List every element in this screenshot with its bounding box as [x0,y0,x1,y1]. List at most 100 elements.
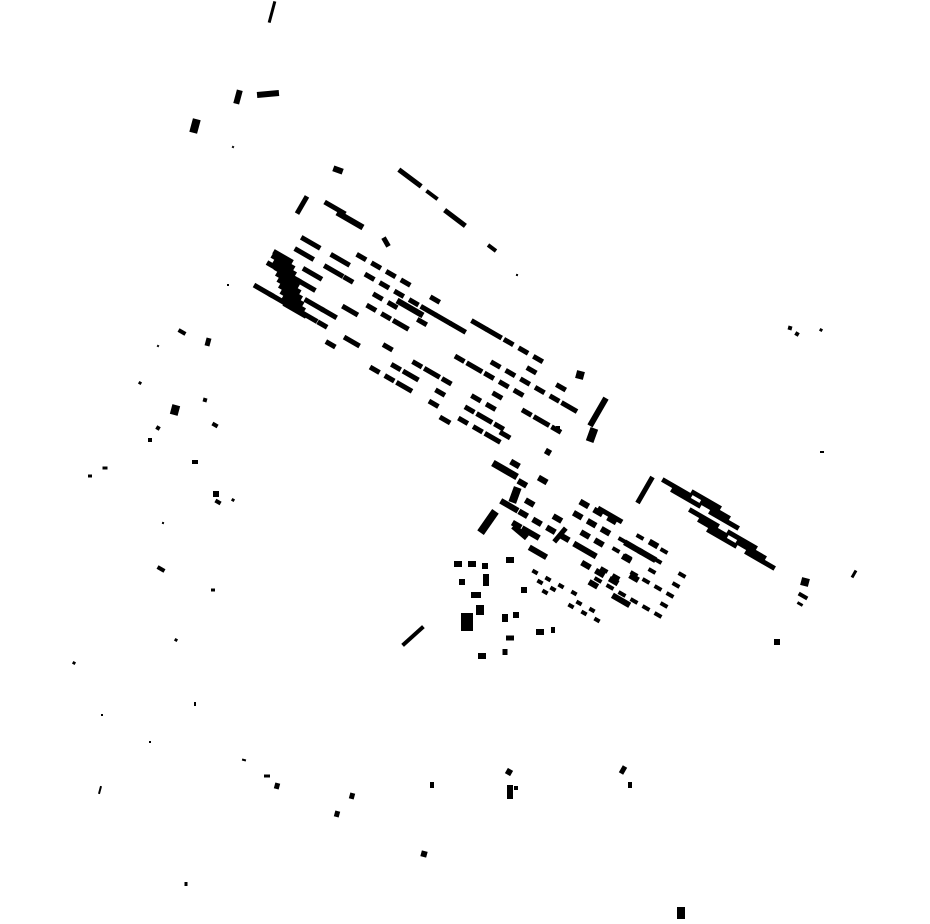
building [596,505,624,525]
building [502,649,508,655]
building [527,544,549,560]
building [517,345,530,356]
building [355,252,368,262]
building [177,328,187,336]
building [279,289,305,307]
building [536,629,544,635]
building [486,243,498,253]
building [592,506,604,518]
building [593,576,603,584]
building [607,575,620,587]
building [508,486,522,504]
building [280,295,307,313]
building [299,235,322,251]
building [427,398,440,409]
building [506,635,514,641]
building [629,543,639,551]
building [611,546,621,554]
building [507,785,513,799]
building [575,599,583,607]
building [440,376,453,387]
building [482,563,488,569]
building [463,404,476,415]
building [273,782,281,790]
building [498,429,512,441]
building [606,514,618,526]
building [380,311,393,322]
building [381,342,394,353]
building [744,549,776,571]
building [599,526,612,537]
building [471,592,481,598]
building [333,810,341,818]
building [434,387,447,398]
building [192,460,198,464]
building [585,518,598,529]
building [470,393,483,404]
building [156,344,160,348]
building [407,297,420,308]
building [585,427,599,443]
building [391,318,410,332]
building [332,165,344,175]
building [276,277,302,295]
building [635,533,645,541]
building [497,379,510,390]
building [491,390,504,401]
building [363,271,376,282]
building [578,498,591,510]
building [401,368,420,383]
building [820,451,824,453]
building [420,850,428,858]
building [393,288,406,299]
building [368,364,381,375]
building [273,265,299,283]
building [381,236,391,248]
building [850,569,858,579]
building [532,414,551,428]
building [618,765,628,775]
building [211,588,215,592]
building [478,653,486,659]
building [491,459,519,481]
building [484,401,497,412]
building [533,385,546,395]
building [610,592,632,608]
building [543,447,553,457]
building [386,300,399,310]
building [341,303,360,318]
building [329,252,351,268]
building [457,415,470,426]
building [322,263,345,279]
building [665,591,675,599]
building [800,577,810,587]
building [647,567,657,575]
building [594,567,606,579]
building [471,424,484,435]
building [794,331,800,337]
building [324,339,337,350]
building [647,538,660,550]
building [706,527,738,549]
building [519,376,532,387]
building [211,421,219,429]
building [661,477,693,499]
building [267,0,277,24]
building [272,249,294,265]
building [708,509,740,531]
building [653,557,663,565]
building [551,513,564,524]
building [282,301,308,319]
building [293,246,315,262]
building [659,547,669,555]
building [227,284,229,286]
building [579,529,591,540]
building [697,517,729,539]
building [521,587,527,593]
building [599,566,609,574]
building [342,274,355,285]
building [489,359,502,370]
building [671,581,681,589]
building [477,509,499,535]
